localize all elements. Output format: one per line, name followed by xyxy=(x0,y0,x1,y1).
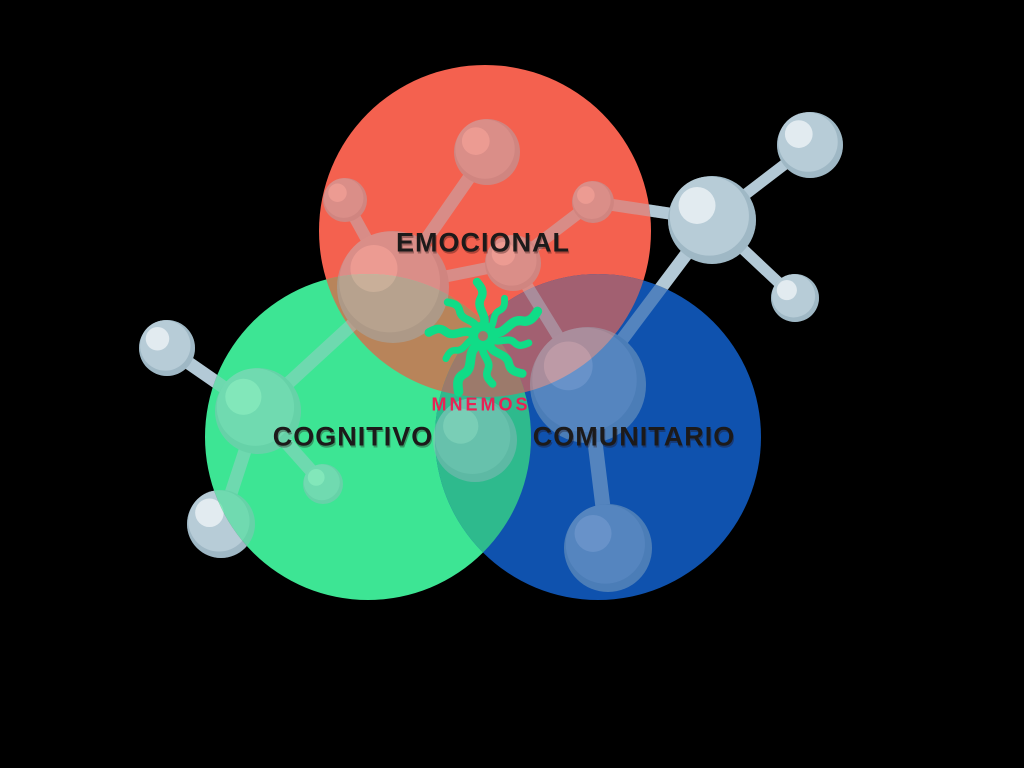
overlap-emocional-comunitario xyxy=(435,274,651,397)
set-label-comunitario: COMUNITARIO xyxy=(532,421,736,452)
neuron-nucleus xyxy=(478,331,488,341)
center-brand-label: MNEMOS xyxy=(431,394,531,415)
set-label-cognitivo: COGNITIVO xyxy=(272,421,434,452)
neuron-icon xyxy=(429,282,540,392)
set-label-emocional: EMOCIONAL xyxy=(396,227,570,258)
